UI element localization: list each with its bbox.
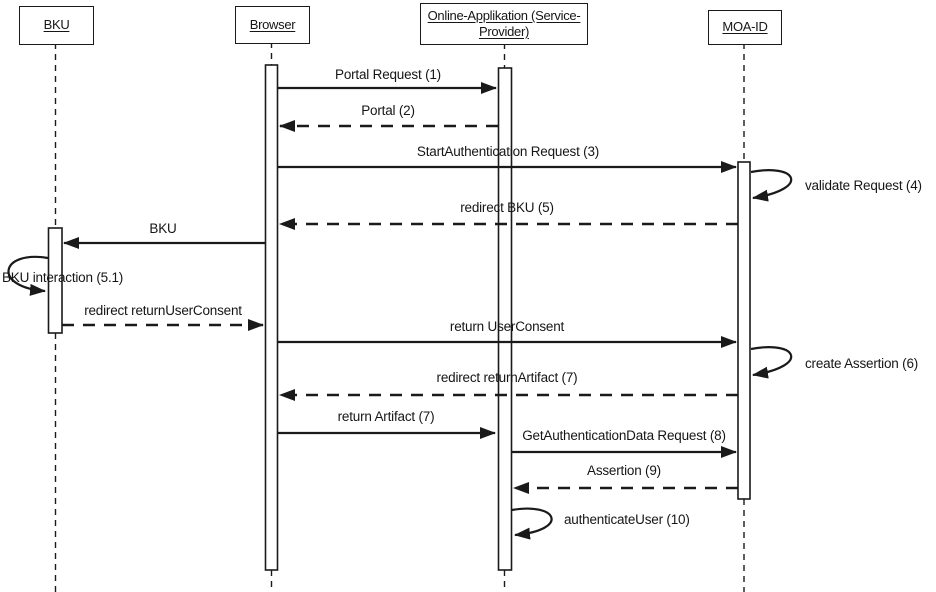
actor-online-app-label-line2: Provider): [478, 24, 530, 39]
actor-bku: BKU: [19, 6, 94, 45]
arrow-bku-interaction-self: [7, 255, 49, 296]
message-redirect-return-artifact: redirect returnArtifact (7): [436, 370, 578, 385]
arrow-validate-request-self: [750, 169, 793, 202]
message-portal-request: Portal Request (1): [335, 67, 441, 82]
message-redirect-bku: redirect BKU (5): [460, 200, 554, 215]
message-validate-request: validate Request (4): [805, 178, 922, 193]
message-return-artifact: return Artifact (7): [337, 409, 435, 424]
message-bku-interaction: BKU interaction (5.1): [2, 270, 124, 285]
message-portal: Portal (2): [361, 103, 415, 118]
actor-online-app-label-line1: Online-Applikation (Service-: [427, 7, 581, 23]
arrow-create-assertion-self: [750, 346, 793, 379]
actor-browser-label: Browser: [249, 16, 296, 32]
activation-bar-online-app: [497, 67, 513, 571]
message-assertion: Assertion (9): [587, 463, 661, 478]
message-redirect-return-user-consent: redirect returnUserConsent: [84, 303, 242, 318]
message-create-assertion: create Assertion (6): [805, 356, 919, 371]
arrow-authenticate-user-self: [511, 507, 553, 540]
message-start-authentication-request: StartAuthentication Request (3): [416, 144, 600, 159]
activation-bar-moa-id: [737, 161, 751, 500]
message-get-authentication-data-request: GetAuthenticationData Request (8): [522, 428, 726, 443]
actor-moa-id-label: MOA-ID: [722, 19, 768, 35]
message-return-user-consent: return UserConsent: [449, 319, 565, 334]
actor-online-app: Online-Applikation (Service- Provider): [420, 3, 588, 45]
actor-bku-label: BKU: [43, 17, 70, 33]
actor-browser: Browser: [235, 6, 310, 44]
message-authenticate-user: authenticateUser (10): [564, 512, 690, 527]
activation-bar-bku: [47, 227, 63, 334]
message-bku: BKU: [149, 221, 177, 236]
activation-bar-browser: [264, 64, 279, 571]
actor-moa-id: MOA-ID: [708, 10, 782, 45]
